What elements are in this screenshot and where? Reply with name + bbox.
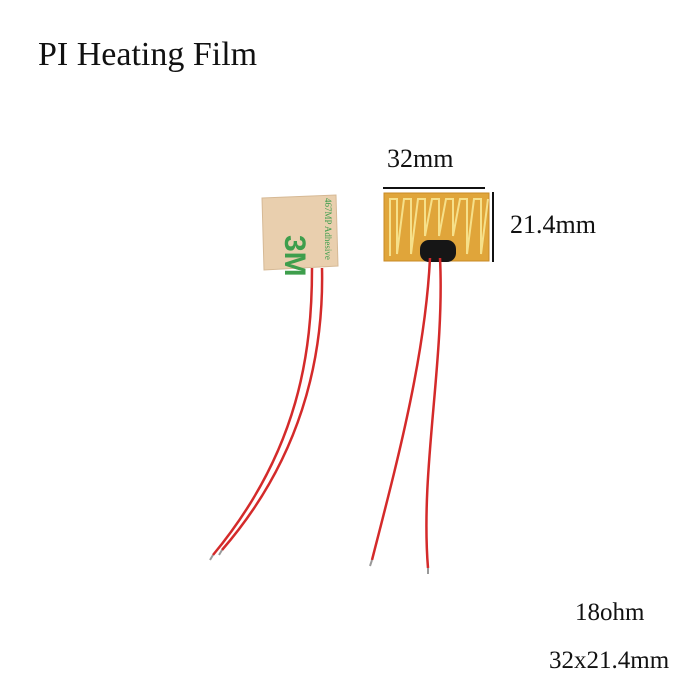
page-title: PI Heating Film	[38, 36, 258, 73]
size-spec: 32x21.4mm	[549, 647, 670, 674]
sensor-blob	[420, 240, 456, 262]
film-backing-side: 3M 467MP Adhesive	[261, 194, 339, 277]
wire-right-b	[425, 257, 442, 569]
wire-right-a	[370, 257, 432, 561]
3m-logo-mark: 3M	[278, 235, 311, 277]
width-label: 32mm	[387, 144, 454, 173]
heater-trace	[389, 198, 489, 256]
wire-left-b	[221, 267, 324, 551]
wire-left-a	[212, 267, 314, 556]
height-label: 21.4mm	[510, 210, 596, 239]
adhesive-print-mark: 467MP Adhesive	[323, 198, 333, 260]
film-trace-side	[383, 192, 490, 262]
resistance-spec: 18ohm	[575, 599, 645, 626]
